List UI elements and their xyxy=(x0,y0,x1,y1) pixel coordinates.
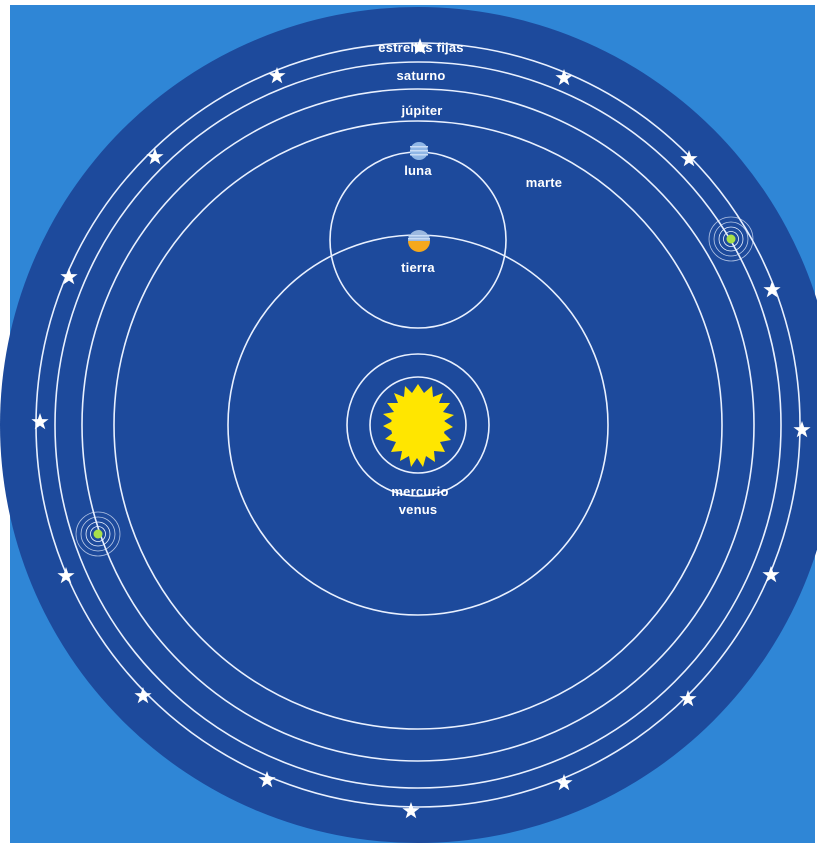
orbit-mars xyxy=(113,120,723,730)
star-icon xyxy=(680,150,698,167)
star-icon xyxy=(762,566,780,583)
planet-marker-icon xyxy=(75,511,121,557)
star-icon xyxy=(679,690,697,707)
earth-icon xyxy=(408,230,430,252)
orbit-mercury xyxy=(369,376,467,474)
planet-marker-icon xyxy=(708,216,754,262)
star-icon xyxy=(763,281,781,298)
star-icon xyxy=(411,38,429,55)
label-moon: luna xyxy=(404,163,432,178)
orbit-saturn xyxy=(54,61,782,789)
moon-icon xyxy=(410,142,428,160)
label-earth: tierra xyxy=(401,260,435,275)
star-icon xyxy=(555,69,573,86)
star-icon xyxy=(57,567,75,584)
star-icon xyxy=(60,268,78,285)
fixed-stars xyxy=(31,38,811,819)
orbits xyxy=(35,42,801,808)
star-icon xyxy=(555,774,573,791)
star-icon xyxy=(146,148,164,165)
label-venus: venus xyxy=(399,502,438,517)
star-icon xyxy=(268,67,286,84)
label-fixed-stars: estrellas fijas xyxy=(378,40,463,55)
label-mercury: mercurio xyxy=(391,484,448,499)
orbit-venus xyxy=(346,353,490,497)
star-icon xyxy=(31,413,49,430)
star-icon xyxy=(258,771,276,788)
star-icon xyxy=(134,687,152,704)
label-jupiter: júpiter xyxy=(400,103,442,118)
sun-icon xyxy=(383,384,454,467)
orbit-jupiter xyxy=(81,88,755,762)
orbit-fixed-stars xyxy=(35,42,801,808)
star-icon xyxy=(793,421,811,438)
star-icon xyxy=(402,802,420,819)
label-saturn: saturno xyxy=(396,68,445,83)
label-mars: marte xyxy=(526,175,562,190)
